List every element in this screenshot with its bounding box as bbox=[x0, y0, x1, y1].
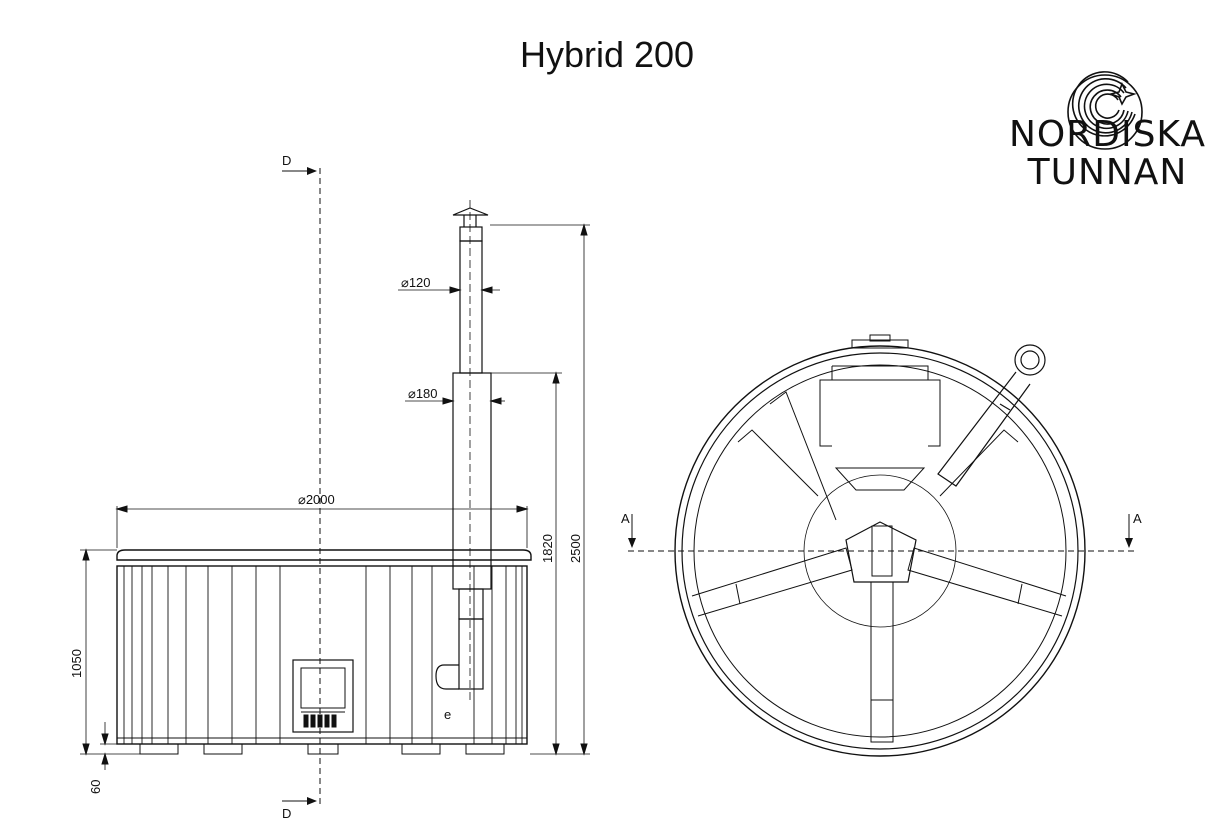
section-label-a-right: A bbox=[1133, 511, 1142, 526]
stove-door bbox=[292, 659, 354, 733]
side-view bbox=[80, 167, 590, 805]
dim-chimney-bottom-diameter: ⌀180 bbox=[408, 386, 438, 401]
dim-total-height: 2500 bbox=[568, 534, 583, 563]
dim-chimney-top-diameter: ⌀120 bbox=[401, 275, 431, 290]
section-label-a-left: A bbox=[621, 511, 630, 526]
dim-feet-height: 60 bbox=[88, 780, 103, 794]
dim-tub-height: 1050 bbox=[69, 649, 84, 678]
chimney bbox=[435, 200, 492, 700]
top-view bbox=[628, 334, 1136, 757]
dim-chimney-height: 1820 bbox=[540, 534, 555, 563]
nordiska-tunnan-logo bbox=[1067, 71, 1143, 150]
section-label-d-top: D bbox=[282, 153, 291, 168]
brand-name-line2: TUNNAN bbox=[1027, 152, 1188, 193]
section-label-d-bottom: D bbox=[282, 806, 291, 821]
tub-staves bbox=[123, 566, 523, 744]
stove-mark: e bbox=[444, 707, 451, 722]
drawing-title: Hybrid 200 bbox=[519, 34, 695, 75]
brand-name-line1: NORDISKA bbox=[1008, 114, 1207, 155]
dim-tub-diameter: ⌀2000 bbox=[298, 492, 335, 507]
